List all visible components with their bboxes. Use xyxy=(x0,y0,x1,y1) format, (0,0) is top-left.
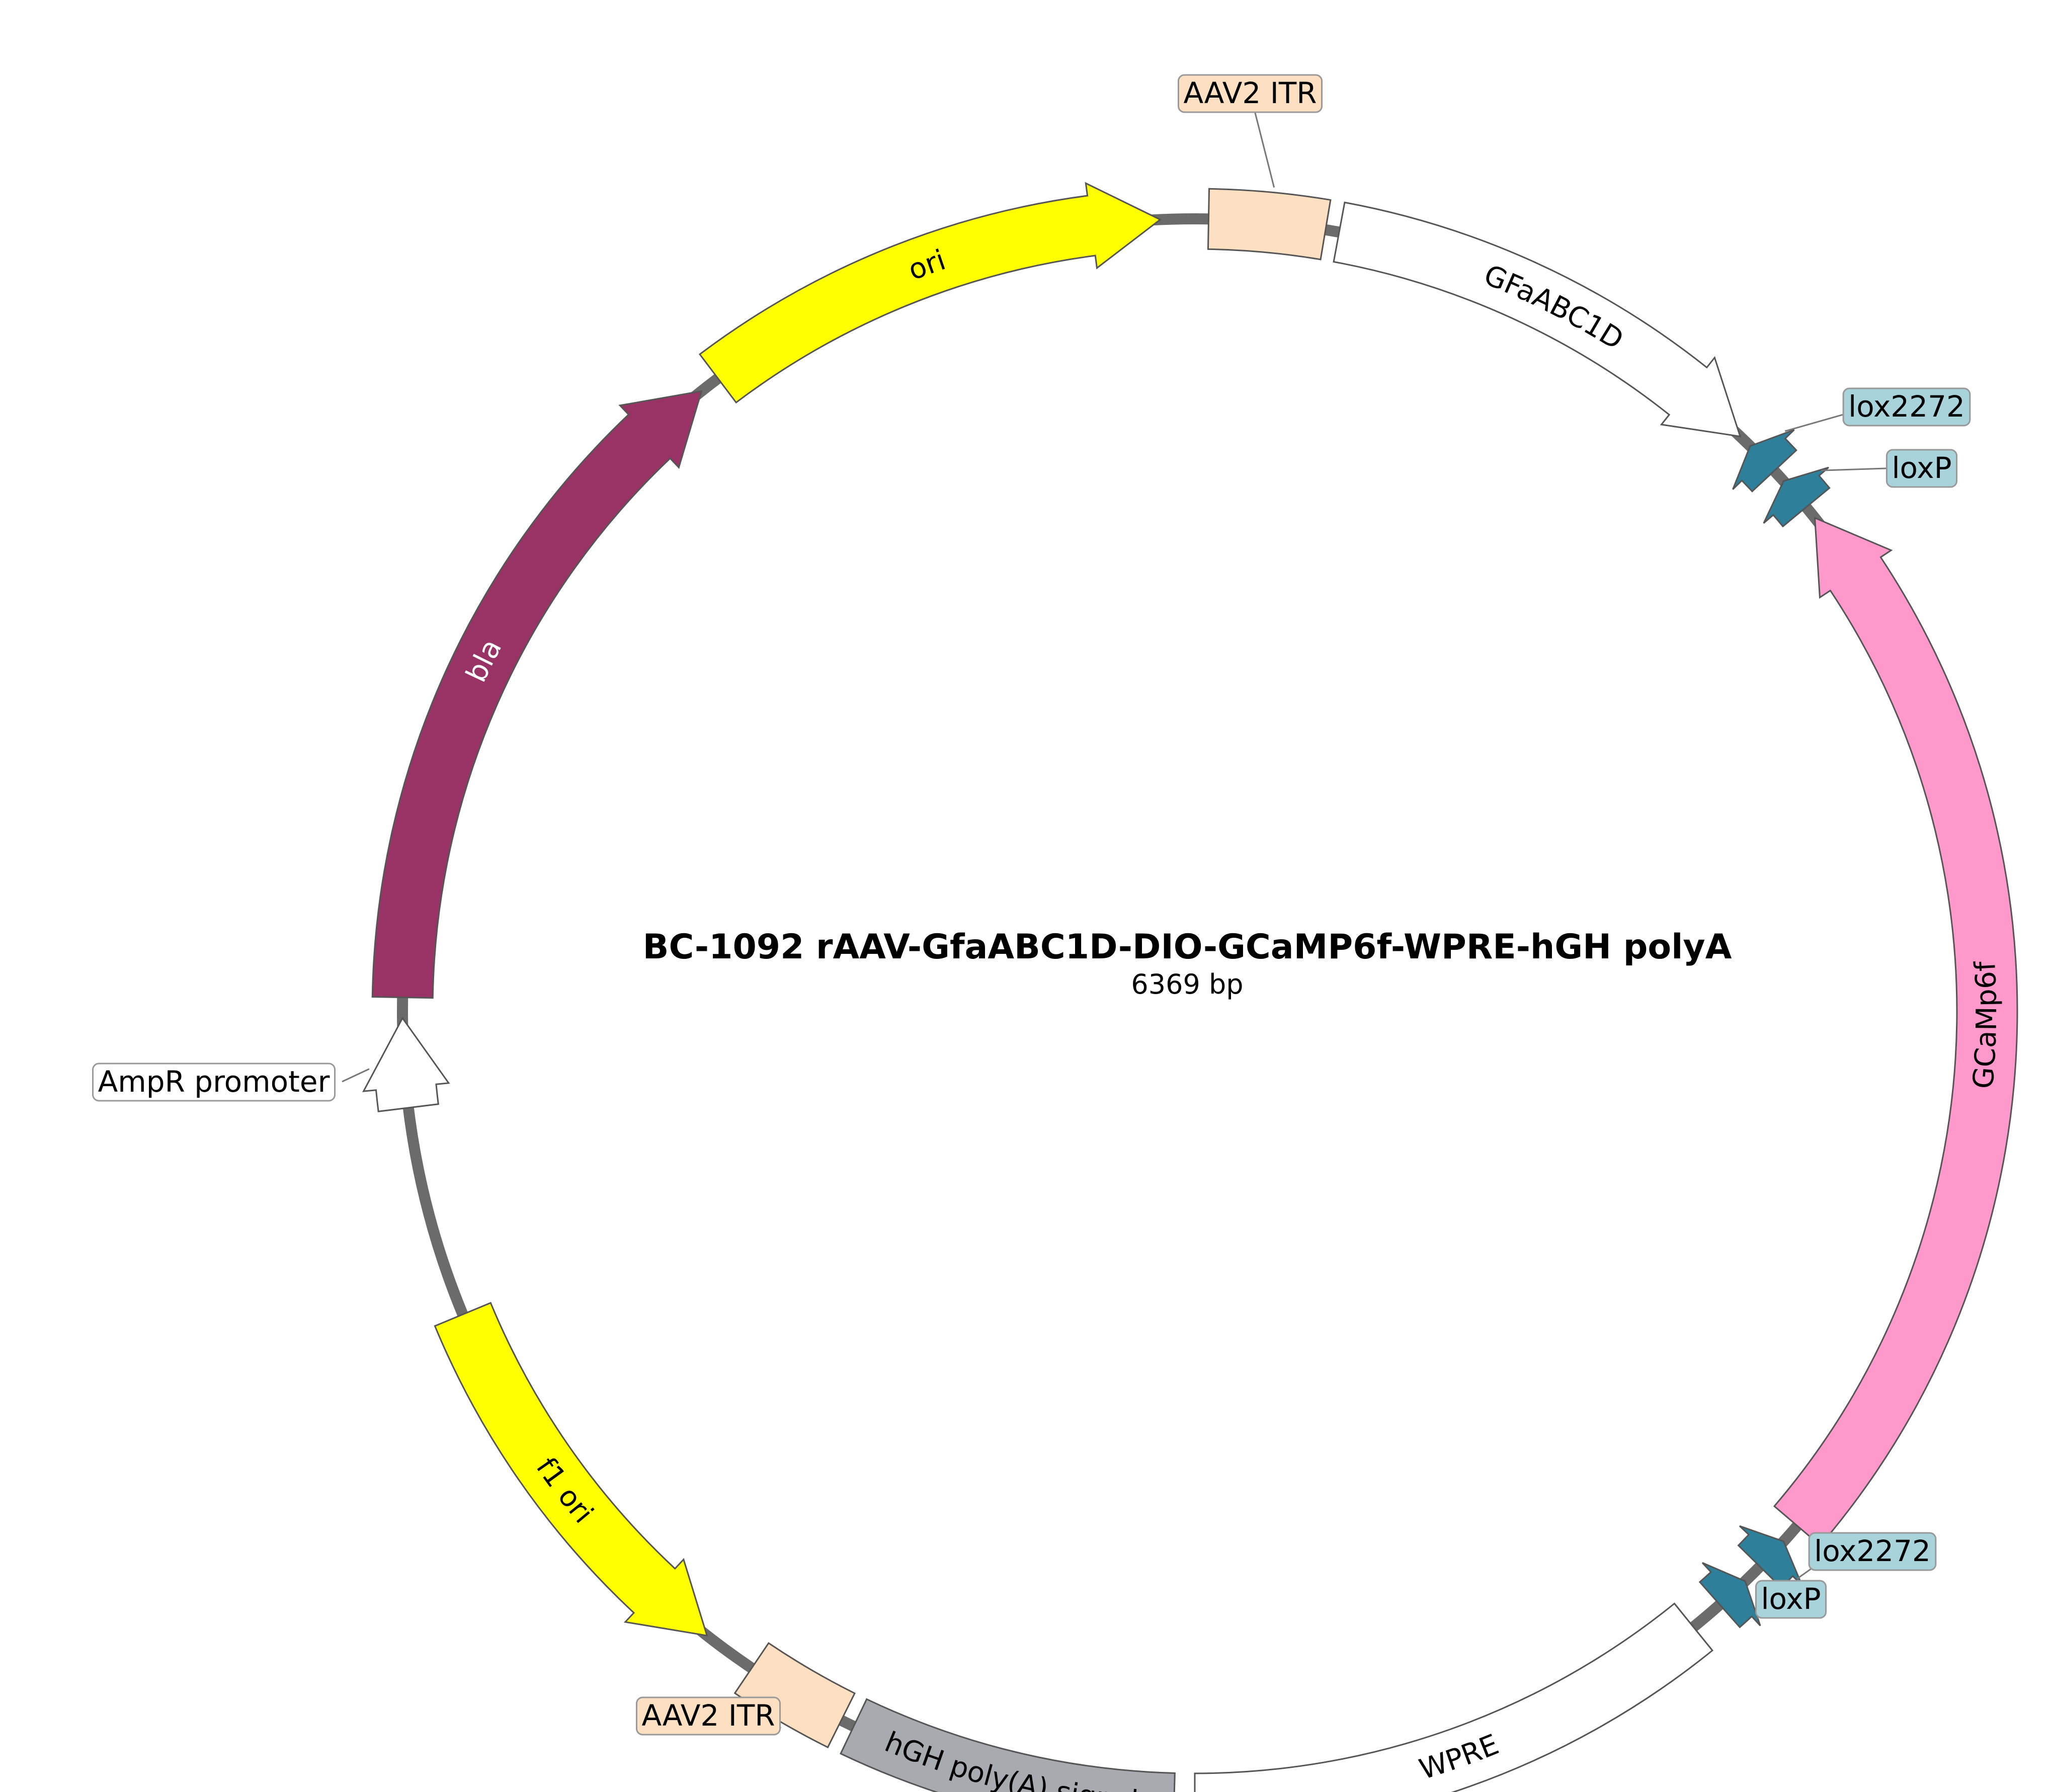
callout-box-lox2272-top xyxy=(1842,387,1971,427)
callout-lox2272-bottom: lox2272 xyxy=(1814,1534,1931,1568)
label-gcamp6f: GCaMp6f xyxy=(1967,960,2003,1090)
plasmid-title: BC-1092 rAAV-GfaABC1D-DIO-GCaMP6f-WPRE-h… xyxy=(643,927,1732,967)
callout-box-loxp-bottom xyxy=(1755,1580,1827,1619)
feature-loxp-top[interactable] xyxy=(1763,466,1831,528)
feature-ori[interactable] xyxy=(698,182,1162,404)
callout-box-itr-bottom xyxy=(635,1696,781,1736)
feature-layer xyxy=(362,182,2018,1792)
feature-lox2272-top[interactable] xyxy=(1732,429,1797,493)
feature-lox2272-bottom[interactable] xyxy=(1737,1525,1802,1589)
callout-ampr-promoter: AmpR promoter xyxy=(98,1065,330,1099)
callout-box-lox2272-bottom xyxy=(1808,1532,1937,1571)
callout-itr-top: AAV2 ITR xyxy=(1183,76,1317,110)
feature-hgh-polya[interactable] xyxy=(840,1698,1176,1792)
callout-box-loxp-top xyxy=(1885,449,1958,488)
callout-loxp-top: loxP xyxy=(1892,451,1951,485)
callout-itr-bottom: AAV2 ITR xyxy=(641,1698,775,1733)
plasmid-length: 6369 bp xyxy=(1131,968,1243,1000)
callout-loxp-bottom: loxP xyxy=(1761,1582,1821,1616)
callout-box-ampr-promoter xyxy=(92,1063,336,1102)
feature-f1-ori[interactable] xyxy=(434,1301,708,1637)
feature-itr-bottom[interactable] xyxy=(733,1642,856,1749)
feature-wpre[interactable] xyxy=(1194,1602,1714,1792)
feature-bla[interactable] xyxy=(371,390,703,999)
feature-loxp-bottom[interactable] xyxy=(1698,1562,1761,1628)
leader-ampr-promoter xyxy=(342,1068,370,1083)
feature-itr-top[interactable] xyxy=(1207,188,1332,261)
feature-ampr-promoter[interactable] xyxy=(362,1016,450,1112)
callout-layer: AAV2 ITR lox2272 loxP lox2272 loxP AAV2 ITR Am… xyxy=(92,74,1971,1736)
callout-lox2272-top: lox2272 xyxy=(1848,389,1965,424)
callout-box-itr-top xyxy=(1177,74,1323,113)
feature-gfaabc1d[interactable] xyxy=(1333,201,1742,438)
